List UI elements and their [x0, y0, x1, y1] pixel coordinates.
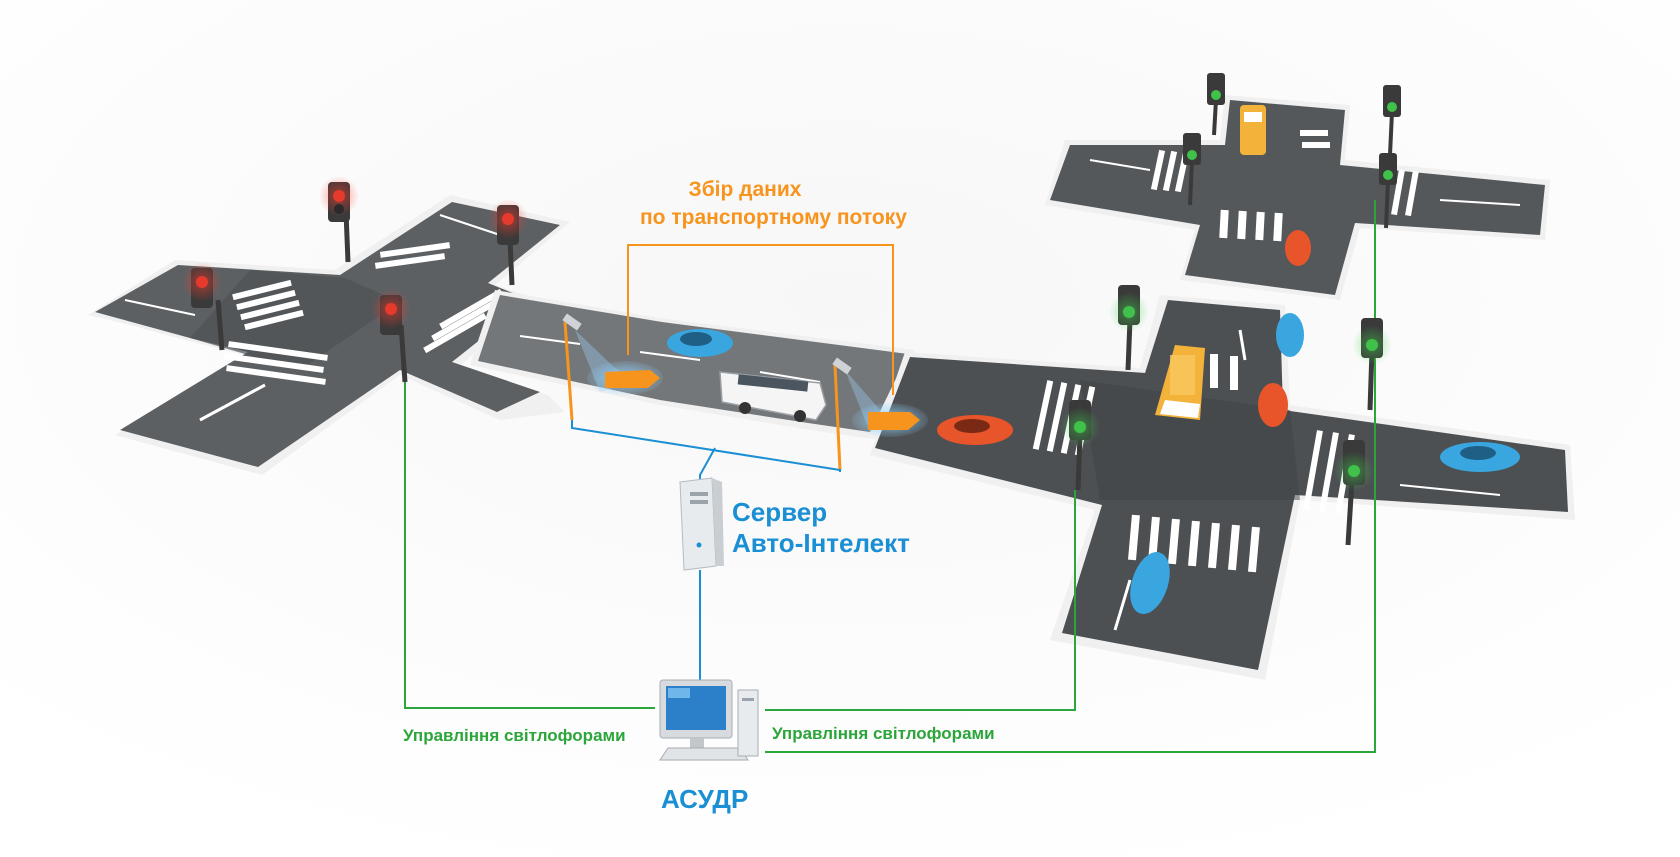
crosswalks-left [224, 242, 503, 385]
workstation-icon [659, 679, 759, 761]
data-collection-title: Збір даних по транспортному потоку [640, 176, 907, 232]
server-label-line2: Авто-Інтелект [732, 528, 910, 558]
right-intersection [870, 295, 1575, 680]
server-label-line1: Сервер [732, 497, 828, 527]
data-collection-bracket [627, 244, 894, 395]
car-icon [1440, 442, 1520, 472]
car-icon [1276, 313, 1304, 357]
traffic-light-green-icon [1207, 73, 1225, 136]
traffic-light-red-icon [371, 289, 411, 383]
bus-icon [1155, 345, 1205, 420]
car-icon [667, 329, 733, 357]
data-collection-line1: Збір даних [688, 178, 802, 201]
bus-icon [1240, 105, 1266, 155]
car-icon [1130, 552, 1170, 614]
traffic-control-label-left: Управління світлофорами [403, 726, 626, 745]
car-icon [1258, 383, 1288, 427]
traffic-light-green-icon [1060, 400, 1100, 491]
camera-icon [562, 313, 582, 331]
data-collection-line2: по транспортному потоку [640, 206, 907, 229]
traffic-light-green-icon [1109, 285, 1149, 371]
traffic-light-red-icon [182, 262, 225, 351]
traffic-light-green-icon [1379, 153, 1397, 229]
traffic-light-green-icon [1183, 133, 1201, 206]
bus-icon [719, 371, 827, 422]
camera-left [562, 313, 663, 421]
asudr-label: АСУДР [661, 784, 749, 814]
traffic-light-green-icon [1334, 440, 1374, 546]
server-tower-icon [679, 477, 724, 571]
traffic-light-green-icon [1383, 85, 1401, 156]
camera-right [832, 357, 928, 471]
top-right-intersection [1045, 95, 1550, 300]
car-icon [937, 415, 1013, 445]
traffic-control-label-right: Управління світлофорами [772, 724, 995, 743]
traffic-control-lines [404, 200, 1376, 753]
car-icon [1285, 230, 1311, 266]
traffic-light-green-icon [1352, 318, 1392, 411]
server-label: Сервер Авто-Інтелект [732, 497, 910, 559]
camera-icon [832, 357, 852, 375]
traffic-light-red-icon [488, 199, 528, 286]
traffic-light-red-icon [319, 176, 359, 263]
